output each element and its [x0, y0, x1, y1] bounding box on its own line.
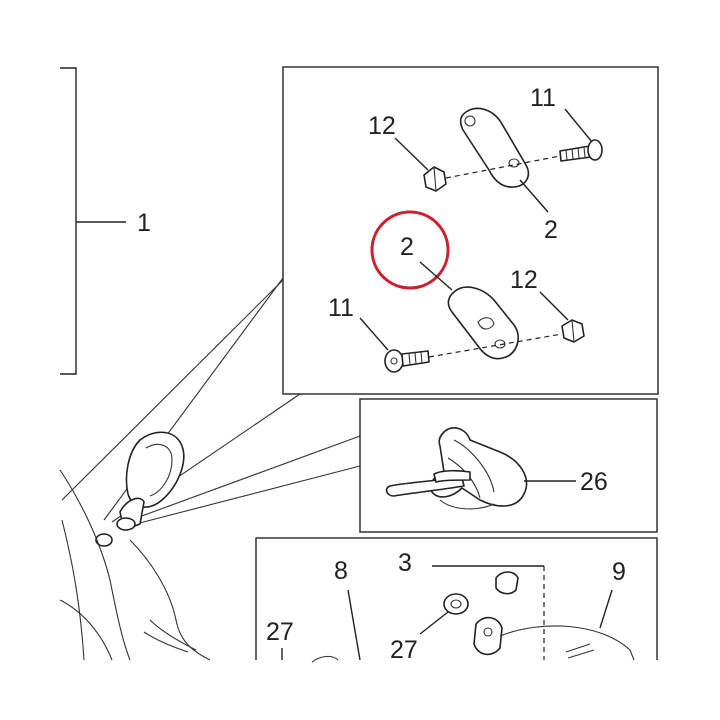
detail-box-clip: [359, 398, 658, 533]
assembly-bracket: [60, 67, 126, 375]
plate-top: [459, 107, 530, 188]
callout-12-top: 12: [368, 112, 396, 140]
leader-11-top: [564, 108, 593, 143]
highlight-circle: [370, 210, 450, 290]
bolt-top: [559, 139, 603, 162]
callout-11-top: 11: [530, 84, 556, 112]
detail-box-lower: [255, 537, 658, 660]
leader-9: [599, 589, 613, 629]
callout-27-left: 27: [266, 618, 294, 646]
callout-2-top: 2: [544, 216, 558, 244]
fairing-outline: [59, 469, 211, 661]
callout-26: 26: [580, 468, 608, 496]
leader-27-right: [419, 611, 449, 635]
callout-8: 8: [334, 557, 348, 585]
leader-11-bottom: [359, 317, 389, 351]
leader-12-bottom: [539, 291, 569, 321]
callout-9: 9: [612, 558, 626, 586]
leader-2-highlight: [419, 261, 453, 291]
nut-top: [423, 166, 447, 192]
clip-part: [385, 427, 528, 510]
leader-12-top: [394, 137, 429, 171]
leader-2-top: [519, 179, 549, 213]
callout-2-highlight: 2: [400, 233, 414, 261]
detail-box-hardware: [282, 66, 659, 395]
callout-1: 1: [137, 209, 151, 237]
callout-27-right: 27: [390, 636, 418, 664]
bolt-bottom: [384, 349, 430, 373]
lower-parts: [311, 571, 635, 663]
nut-bottom: [561, 319, 585, 343]
callout-3: 3: [398, 549, 412, 577]
axis-bottom: [428, 333, 563, 358]
callout-11-bottom: 11: [328, 294, 354, 322]
mirror-assembly: [95, 431, 185, 547]
detail-rays: [61, 277, 361, 527]
axis-top: [445, 155, 561, 179]
leader-8: [347, 589, 361, 661]
plate-bottom: [447, 286, 519, 360]
callout-12-bottom: 12: [510, 266, 538, 294]
